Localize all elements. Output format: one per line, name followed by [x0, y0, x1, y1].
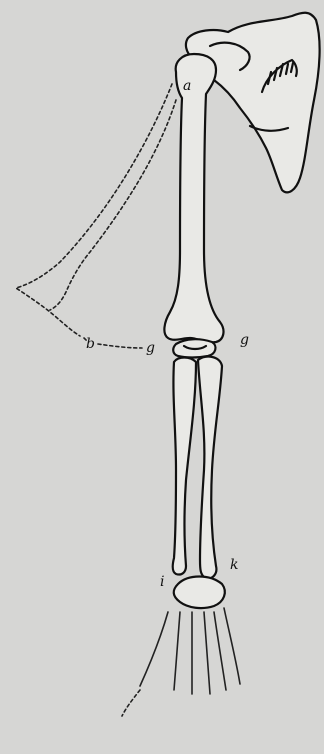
- dotted-outline: [16, 84, 176, 348]
- label-k: k: [230, 558, 238, 572]
- label-a: a: [183, 79, 191, 93]
- label-i: i: [160, 575, 164, 589]
- humerus: [164, 54, 223, 342]
- label-g-right: g: [240, 333, 249, 347]
- carpus: [174, 577, 225, 609]
- label-g-left: g: [146, 341, 155, 355]
- metacarpals: [122, 608, 240, 716]
- elbow-joint: [173, 339, 215, 357]
- forearm-bones: [173, 357, 222, 579]
- label-b: b: [86, 337, 95, 351]
